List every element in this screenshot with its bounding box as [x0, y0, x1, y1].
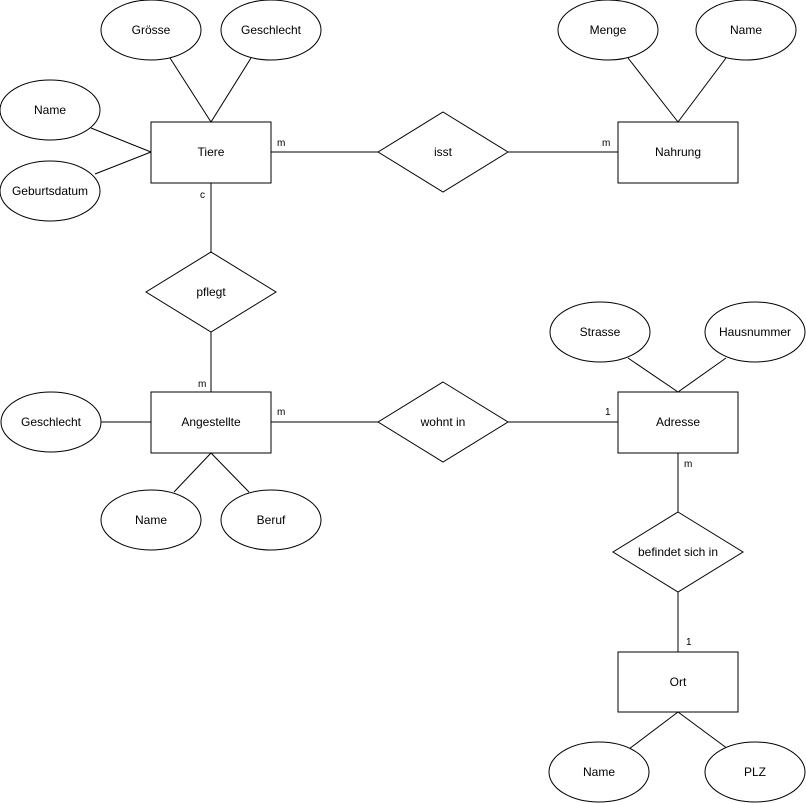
- entity-ort-label: Ort: [670, 675, 687, 689]
- attribute-tiere-name-label: Name: [34, 103, 66, 117]
- edge-tiere-geburtsdatum: [94, 151, 152, 175]
- connectors: [90, 57, 729, 750]
- entity-ort[interactable]: Ort: [617, 651, 739, 713]
- relationship-pflegt-diamond[interactable]: [145, 251, 277, 333]
- entity-adresse-label: Adresse: [656, 415, 700, 429]
- attribute-nahrung-menge-ellipse[interactable]: [557, 0, 659, 61]
- attribute-angestellte-name-label: Name: [135, 513, 167, 527]
- entity-adresse-box[interactable]: [617, 391, 739, 454]
- attribute-angestellte-beruf-ellipse[interactable]: [220, 489, 322, 551]
- relationship-wohnt-in[interactable]: wohnt in: [377, 381, 509, 463]
- attribute-tiere-name-ellipse[interactable]: [0, 79, 101, 141]
- attribute-angestellte-geschlecht-ellipse[interactable]: [0, 391, 102, 453]
- attribute-adresse-strasse-label: Strasse: [580, 325, 621, 339]
- attribute-ort-plz-label: PLZ: [744, 765, 766, 779]
- cardinality-adresse-wohnt: 1: [605, 407, 611, 418]
- attribute-tiere-geburtsdatum[interactable]: Geburtsdatum: [0, 160, 101, 222]
- attribute-angestellte-beruf-label: Beruf: [257, 513, 286, 527]
- edge-adresse-strasse: [627, 357, 679, 393]
- relationship-befindet-sich-in[interactable]: befindet sich in: [612, 511, 744, 593]
- edge-angestellte-name: [173, 452, 212, 493]
- attribute-tiere-groesse[interactable]: Grösse: [100, 0, 202, 61]
- attribute-nahrung-name-ellipse[interactable]: [695, 0, 797, 61]
- attribute-nahrung-menge-label: Menge: [590, 23, 627, 37]
- edge-tiere-groesse: [169, 57, 212, 123]
- relationship-isst[interactable]: isst: [377, 111, 509, 193]
- relationship-wohnt-in-diamond[interactable]: [377, 381, 509, 463]
- attribute-nahrung-name[interactable]: Name: [695, 0, 797, 61]
- cardinality-adresse-befindet: m: [684, 459, 692, 470]
- attribute-tiere-groesse-ellipse[interactable]: [100, 0, 202, 61]
- cardinality-tiere-isst: m: [277, 138, 285, 149]
- edge-adresse-hausnummer: [677, 357, 727, 393]
- entity-angestellte-box[interactable]: [150, 391, 272, 454]
- entity-angestellte-label: Angestellte: [181, 415, 241, 429]
- attribute-angestellte-geschlecht[interactable]: Geschlecht: [0, 391, 102, 453]
- entity-tiere-label: Tiere: [198, 145, 225, 159]
- attribute-angestellte-name-ellipse[interactable]: [100, 489, 202, 551]
- relationship-befindet-sich-in-label: befindet sich in: [638, 545, 718, 559]
- attribute-tiere-geschlecht-label: Geschlecht: [241, 23, 302, 37]
- edge-nahrung-name: [677, 57, 727, 123]
- entity-tiere-box[interactable]: [150, 121, 272, 184]
- attribute-adresse-hausnummer[interactable]: Hausnummer: [704, 301, 806, 363]
- attribute-tiere-name[interactable]: Name: [0, 79, 101, 141]
- entity-tiere[interactable]: Tiere: [150, 121, 272, 184]
- relationship-pflegt[interactable]: pflegt: [145, 251, 277, 333]
- cardinality-tiere-pflegt: c: [200, 190, 205, 201]
- edge-nahrung-menge: [627, 57, 679, 123]
- cardinality-nahrung-isst: m: [602, 138, 610, 149]
- entity-nahrung-box[interactable]: [617, 121, 739, 184]
- relationship-isst-diamond[interactable]: [377, 111, 509, 193]
- cardinality-ort-befindet: 1: [686, 637, 692, 648]
- edge-ort-name: [628, 711, 679, 750]
- attribute-tiere-groesse-label: Grösse: [132, 23, 171, 37]
- attribute-nahrung-menge[interactable]: Menge: [557, 0, 659, 61]
- entity-nahrung[interactable]: Nahrung: [617, 121, 739, 184]
- edge-tiere-geschlecht: [210, 57, 252, 123]
- attribute-adresse-strasse-ellipse[interactable]: [549, 301, 651, 363]
- attribute-angestellte-name[interactable]: Name: [100, 489, 202, 551]
- attribute-ort-plz[interactable]: PLZ: [704, 741, 806, 803]
- attribute-tiere-geburtsdatum-ellipse[interactable]: [0, 160, 101, 222]
- attribute-adresse-hausnummer-ellipse[interactable]: [704, 301, 806, 363]
- attribute-adresse-hausnummer-label: Hausnummer: [719, 325, 791, 339]
- relationship-pflegt-label: pflegt: [196, 285, 226, 299]
- entity-angestellte[interactable]: Angestellte: [150, 391, 272, 454]
- edge-ort-plz: [677, 711, 729, 750]
- attribute-angestellte-geschlecht-label: Geschlecht: [21, 415, 82, 429]
- edge-angestellte-beruf: [210, 452, 250, 493]
- edge-tiere-name: [90, 127, 152, 153]
- attribute-tiere-geburtsdatum-label: Geburtsdatum: [12, 184, 88, 198]
- relationship-wohnt-in-label: wohnt in: [420, 415, 466, 429]
- entity-adresse[interactable]: Adresse: [617, 391, 739, 454]
- cardinality-angestellte-pflegt: m: [198, 379, 206, 390]
- relationship-isst-label: isst: [434, 145, 453, 159]
- attribute-adresse-strasse[interactable]: Strasse: [549, 301, 651, 363]
- entity-ort-box[interactable]: [617, 651, 739, 713]
- entity-nahrung-label: Nahrung: [655, 145, 701, 159]
- attribute-tiere-geschlecht[interactable]: Geschlecht: [220, 0, 322, 61]
- attribute-angestellte-beruf[interactable]: Beruf: [220, 489, 322, 551]
- cardinality-angestellte-wohnt: m: [277, 407, 285, 418]
- cardinality-labels: m m c m m 1 m 1: [198, 138, 692, 648]
- attribute-ort-name-label: Name: [583, 765, 615, 779]
- relationship-befindet-sich-in-diamond[interactable]: [612, 511, 744, 593]
- attribute-ort-plz-ellipse[interactable]: [704, 741, 806, 803]
- attribute-ort-name-ellipse[interactable]: [548, 741, 650, 803]
- attribute-tiere-geschlecht-ellipse[interactable]: [220, 0, 322, 61]
- attribute-ort-name[interactable]: Name: [548, 741, 650, 803]
- attribute-nahrung-name-label: Name: [730, 23, 762, 37]
